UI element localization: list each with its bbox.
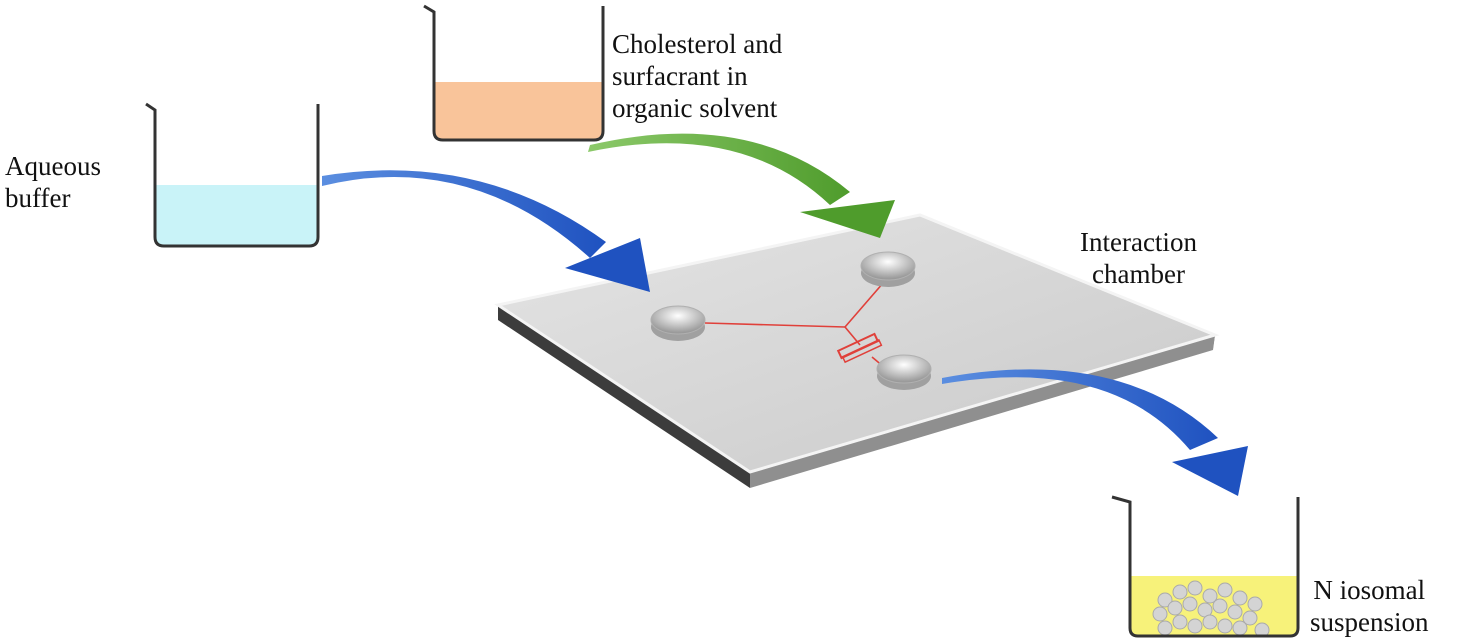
niosomal-suspension-beaker [1111, 495, 1300, 638]
label-line: surfacrant in [612, 61, 748, 91]
label-line: Interaction [1080, 227, 1197, 257]
label-line: suspension [1310, 607, 1429, 637]
label-line: Cholesterol and [612, 29, 783, 59]
niosome-vesicles [1152, 580, 1270, 638]
label-line: Aqueous [5, 151, 101, 181]
interaction-chamber-label: Interaction chamber [1080, 226, 1197, 290]
aqueous-buffer-beaker [145, 102, 320, 248]
label-line: buffer [5, 183, 71, 213]
inlet-port-organic [860, 251, 916, 287]
blue-arrow-chip-to-beaker [942, 369, 1248, 496]
organic-solvent-beaker [423, 4, 605, 142]
aqueous-buffer-label: Aqueous buffer [5, 150, 101, 214]
blue-arrow-aqueous-to-chip [322, 170, 650, 292]
inlet-port-aqueous [650, 305, 706, 341]
interaction-chamber-chip [494, 213, 1220, 488]
organic-solvent-label: Cholesterol and surfacrant in organic so… [612, 28, 782, 124]
label-line: organic solvent [612, 93, 778, 123]
green-arrow-organic-to-chip [588, 133, 895, 238]
outlet-port [876, 354, 932, 390]
niosomal-suspension-label: N iosomal suspension [1310, 574, 1429, 638]
label-line: N iosomal [1313, 575, 1426, 605]
label-line: chamber [1092, 259, 1185, 289]
